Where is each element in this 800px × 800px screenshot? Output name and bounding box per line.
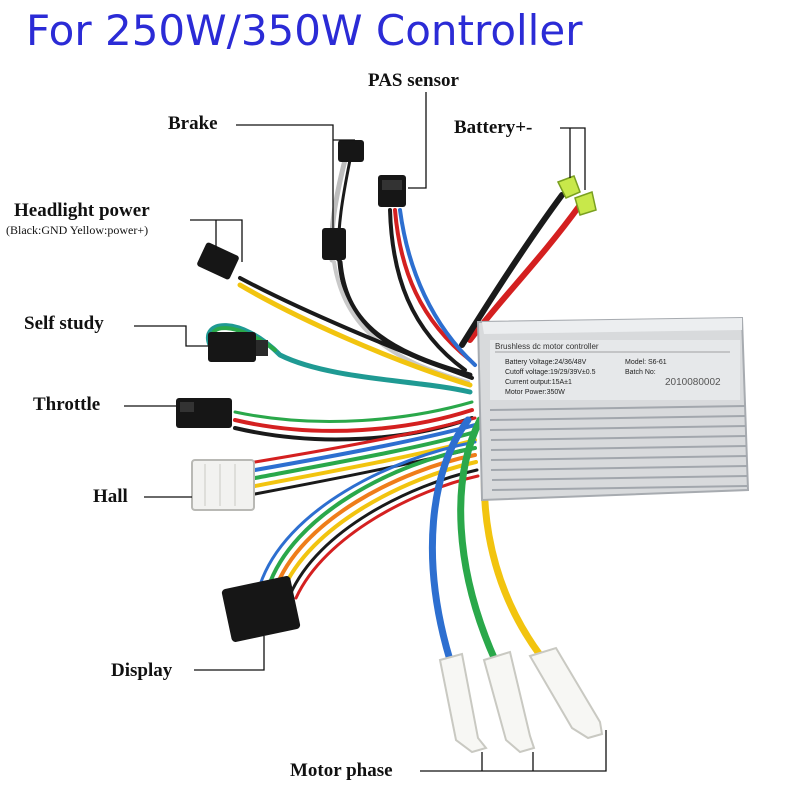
leader-display [194, 636, 265, 671]
self-study-wire-teal [206, 323, 473, 395]
headlight-wire-black [238, 276, 474, 380]
brake-connector-top [338, 140, 364, 162]
plate-current-output: Current output:15A±1 [505, 379, 572, 386]
plate-battery-voltage: Battery Voltage:24/36/48V [505, 359, 587, 366]
leader-brake [236, 124, 355, 228]
display-wire-yellow [280, 460, 478, 594]
battery-terminals [556, 175, 597, 216]
label-hall: Hall [93, 486, 128, 507]
plate-model: Model: S6-61 [625, 359, 667, 366]
phase-wire-blue [428, 416, 472, 664]
label-brake: Brake [168, 113, 218, 134]
label-headlight-note: (Black:GND Yellow:power+) [6, 223, 149, 237]
label-motor-phase: Motor phase [290, 760, 393, 781]
throttle-wire-green [233, 400, 474, 423]
headlight-connector [197, 242, 239, 280]
wire-bundle [206, 157, 583, 664]
display-wire-blue [258, 440, 477, 587]
leader-battery [560, 127, 586, 190]
phase-wire-green [457, 416, 499, 664]
page-title: For 250W/350W Controller [26, 6, 583, 55]
label-self-study: Self study [24, 313, 104, 334]
controller-housing: Brushless dc motor controller Battery Vo… [476, 316, 750, 502]
pas-wire-red [393, 208, 472, 362]
leader-pas [408, 92, 427, 189]
motor-phase-connectors [438, 646, 604, 754]
label-throttle: Throttle [33, 394, 101, 415]
display-connector [221, 576, 301, 642]
brake-connector-bottom [322, 228, 346, 260]
hall-wire-red [253, 416, 477, 464]
leader-lines [124, 92, 607, 772]
plate-batch-value: 2010080002 [665, 377, 721, 388]
pas-wire-black [388, 208, 467, 372]
display-wire-red [294, 474, 480, 600]
display-wire-black [288, 468, 479, 597]
plate-motor-power: Motor Power:350W [505, 389, 565, 396]
plate-cutoff-voltage: Cutoff voltage:19/29/39V±0.5 [505, 369, 596, 376]
pas-wire-blue [398, 208, 477, 367]
throttle-wire-red [233, 408, 474, 433]
plate-batch-no: Batch No: [625, 369, 656, 376]
heatsink-fins [489, 405, 748, 491]
label-headlight-power: Headlight power [14, 200, 150, 221]
label-display: Display [111, 660, 173, 681]
label-pas-sensor: PAS sensor [368, 70, 459, 91]
plate-heading: Brushless dc motor controller [495, 342, 599, 351]
pas-sensor-connector [378, 175, 406, 207]
battery-wire-black [459, 192, 565, 348]
leader-headlight [190, 219, 243, 262]
hall-connector [191, 459, 255, 511]
rating-plate: Brushless dc motor controller Battery Vo… [495, 342, 730, 396]
display-wire-green [266, 446, 477, 590]
label-battery: Battery+- [454, 117, 533, 138]
throttle-connector [176, 398, 232, 428]
self-study-connector [208, 332, 268, 362]
headlight-wire-yellow [237, 282, 473, 388]
leader-motor-phase [420, 730, 607, 772]
leader-self-study [134, 325, 208, 347]
hall-wire-blue [253, 423, 477, 472]
